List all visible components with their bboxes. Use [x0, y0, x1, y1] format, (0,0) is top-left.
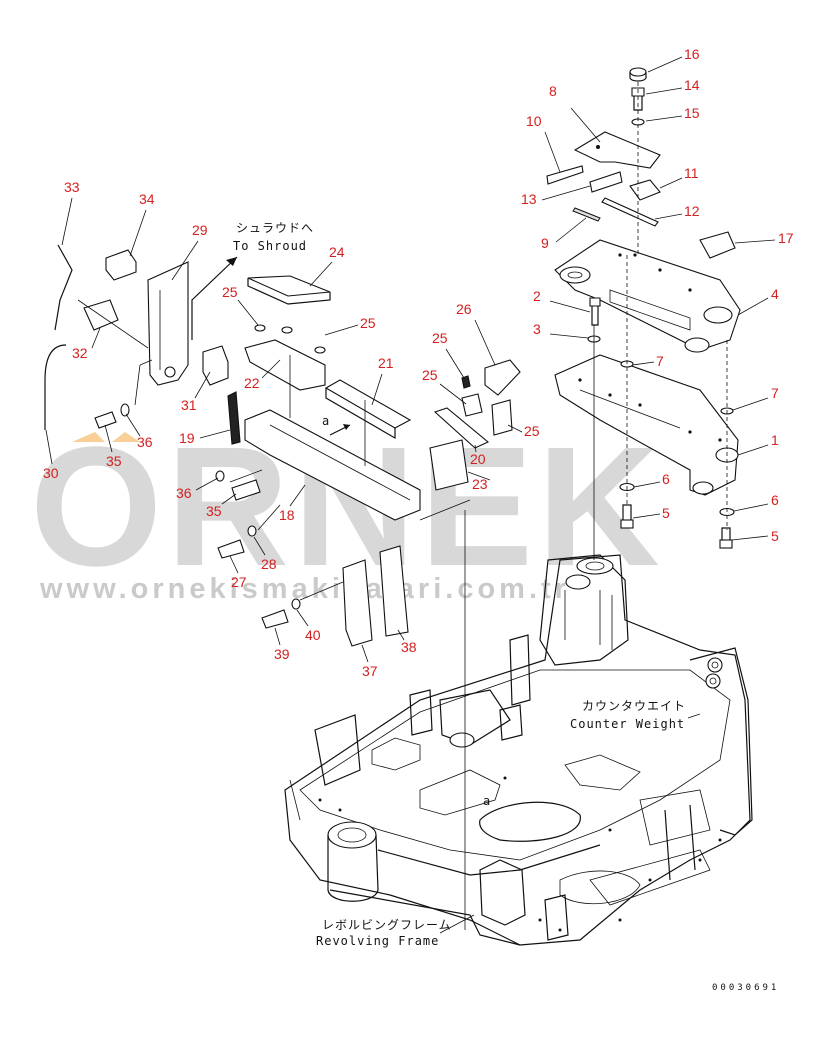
- revolving-frame: a: [284, 554, 753, 946]
- part-10-bar: [546, 165, 584, 185]
- counter-weight-label-en: Counter Weight: [570, 717, 685, 731]
- part-8-plate: [573, 131, 661, 169]
- callout-25b: 25: [360, 315, 376, 331]
- callout-30: 30: [43, 465, 59, 481]
- part-13-block: [589, 171, 623, 193]
- callout-39: 39: [274, 646, 290, 662]
- frame-labels: レボルビングフレーム Revolving Frame カウンタウエイト Coun…: [316, 699, 701, 948]
- part-12-strip: [601, 197, 659, 227]
- part-31-block: [202, 345, 229, 386]
- watermark-accent-left: [72, 432, 105, 442]
- part-20-strip: [433, 407, 490, 449]
- callout-8: 8: [549, 83, 557, 99]
- callout-24: 24: [329, 244, 345, 260]
- callout-14: 14: [684, 77, 700, 93]
- part-29-bracket: [147, 261, 189, 386]
- cover-reference-a: a: [322, 414, 330, 428]
- part-32-block: [83, 299, 119, 331]
- part-33-hose: [54, 244, 73, 331]
- callout-5b: 5: [771, 528, 779, 544]
- shroud-arrow: シュラウドへ To Shroud: [191, 221, 314, 340]
- callout-1: 1: [771, 432, 779, 448]
- callout-27: 27: [231, 574, 247, 590]
- callout-25a: 25: [222, 284, 238, 300]
- part-16-cap: [629, 67, 647, 82]
- callout-12: 12: [684, 203, 700, 219]
- callout-16: 16: [684, 46, 700, 62]
- watermark-accent-right: [112, 432, 140, 442]
- alignment-lines-left: [77, 299, 471, 930]
- counter-weight-label-jp: カウンタウエイト: [582, 699, 686, 713]
- document-id: 00030691: [712, 983, 779, 993]
- callout-21: 21: [378, 355, 394, 371]
- part-37-plate: [342, 559, 373, 647]
- callout-15: 15: [684, 105, 700, 121]
- part-4-bracket: [554, 239, 741, 353]
- callout-31: 31: [181, 397, 197, 413]
- callout-20: 20: [470, 451, 486, 467]
- callout-25d: 25: [422, 367, 438, 383]
- part-26-block: [484, 359, 521, 396]
- part-18-cover: a: [244, 409, 421, 521]
- callout-28: 28: [261, 556, 277, 572]
- part-5-bolts: [620, 504, 733, 549]
- part-17-block: [699, 231, 736, 259]
- part-34-block: [105, 249, 137, 281]
- callout-13: 13: [521, 191, 537, 207]
- part-19-bar: [227, 391, 241, 445]
- callout-38: 38: [401, 639, 417, 655]
- fasteners-left: [94, 403, 301, 629]
- callout-32: 32: [72, 345, 88, 361]
- callout-22: 22: [244, 375, 260, 391]
- part-38-plate: [379, 545, 409, 637]
- callout-10: 10: [526, 113, 542, 129]
- to-shroud-label-jp: シュラウドへ: [236, 221, 314, 235]
- callout-36a: 36: [137, 434, 153, 450]
- callout-7b: 7: [771, 385, 779, 401]
- part-24-pad: [247, 275, 331, 305]
- callout-6a: 6: [662, 471, 670, 487]
- callout-4: 4: [771, 286, 779, 302]
- part-22-plate: [244, 339, 326, 391]
- callout-35b: 35: [206, 503, 222, 519]
- part-30-rod: [44, 344, 67, 430]
- callout-35a: 35: [106, 453, 122, 469]
- callout-9: 9: [541, 235, 549, 251]
- callout-34: 34: [139, 191, 155, 207]
- part-23-block: [429, 439, 469, 491]
- part-25-plates: [254, 324, 513, 436]
- callout-3: 3: [533, 321, 541, 337]
- callout-33: 33: [64, 179, 80, 195]
- part-21-bar: [324, 379, 412, 440]
- callout-37: 37: [362, 663, 378, 679]
- part-9-strip: [572, 207, 601, 222]
- callout-23: 23: [472, 476, 488, 492]
- watermark-url: www.ornekismakinalari.com.tr: [39, 573, 570, 605]
- frame-reference-a: a: [483, 794, 491, 808]
- part-11-block: [629, 179, 661, 201]
- callout-6b: 6: [771, 492, 779, 508]
- callout-7a: 7: [656, 353, 664, 369]
- revolving-frame-label-jp: レボルビングフレーム: [322, 918, 452, 932]
- callout-40: 40: [305, 627, 321, 643]
- revolving-frame-label-en: Revolving Frame: [316, 934, 439, 948]
- callout-19: 19: [179, 430, 195, 446]
- callout-2: 2: [533, 288, 541, 304]
- callout-36b: 36: [176, 485, 192, 501]
- callout-29: 29: [192, 222, 208, 238]
- callout-numbers: 16 14 15 8 10 11 13 12 9 17 4 2 3 7 7 1 …: [43, 46, 794, 679]
- callout-11: 11: [684, 165, 699, 181]
- to-shroud-label-en: To Shroud: [233, 239, 307, 253]
- callout-5a: 5: [662, 505, 670, 521]
- alignment-lines-right: [593, 82, 728, 560]
- part-2-bolt: [589, 297, 601, 326]
- callout-25e: 25: [524, 423, 540, 439]
- callout-18: 18: [279, 507, 295, 523]
- callout-25c: 25: [432, 330, 448, 346]
- callout-26: 26: [456, 301, 472, 317]
- callout-17: 17: [778, 230, 794, 246]
